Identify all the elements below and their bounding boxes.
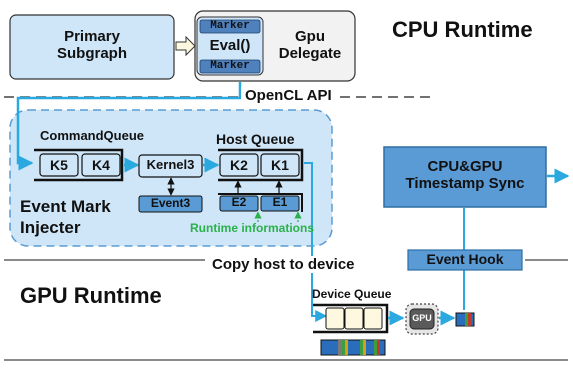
host-to-device-arrow <box>304 162 328 322</box>
event-hook-box <box>407 249 523 271</box>
event-rail <box>218 193 303 212</box>
k2-label: K2 <box>230 157 248 173</box>
e1-rect <box>260 195 300 212</box>
primary-subgraph-label: Primary Subgraph <box>57 28 127 63</box>
k5-rect <box>39 153 79 177</box>
opencl-api-label: OpenCL API <box>241 87 336 105</box>
device-queue-rail <box>313 303 389 334</box>
command-queue-rail <box>34 148 124 182</box>
marker-bottom-label: Marker <box>210 60 250 72</box>
hollow-arrow <box>175 35 196 57</box>
k4-rect <box>81 153 121 177</box>
command-queue-title: CommandQueue <box>40 128 145 143</box>
host-queue-title: Host Queue <box>216 131 295 147</box>
k5-label: K5 <box>50 157 68 173</box>
timestamp-sync-label: CPU&GPU Timestamp Sync <box>405 158 525 193</box>
timeline-bar-right <box>455 312 475 327</box>
kernel3-rect <box>138 154 203 178</box>
k4-label: K4 <box>92 157 110 173</box>
event3-rect <box>138 195 203 213</box>
device-slot-1 <box>325 307 345 330</box>
k1-label: K1 <box>271 157 289 173</box>
e1-label: E1 <box>272 195 288 209</box>
device-queue-title: Device Queue <box>312 287 392 301</box>
event3-label: Event3 <box>150 196 191 210</box>
event-hook-label: Event Hook <box>426 251 504 267</box>
k2-rect <box>219 153 259 177</box>
timeline-bar-bottom <box>320 339 386 356</box>
gpu-chip-icon <box>405 303 439 335</box>
eval-to-queue-arrow <box>16 82 242 171</box>
timestamp-sync-box <box>383 146 547 208</box>
event-mark-injecter-label: Event Mark Injecter <box>20 197 111 238</box>
kernel3-label: Kernel3 <box>146 157 195 172</box>
marker-top-label: Marker <box>210 20 250 32</box>
e2-rect <box>219 195 259 212</box>
primary-subgraph-box <box>9 14 175 80</box>
device-slot-3 <box>363 307 383 330</box>
marker-bottom-rect <box>199 59 261 74</box>
cpu-runtime-title: CPU Runtime <box>392 17 533 42</box>
copy-host-label: Copy host to device <box>210 256 357 274</box>
runtime-info-label: Runtime informations <box>190 221 315 235</box>
marker-top-rect <box>199 19 261 34</box>
gpu-chip-label: GPU <box>412 313 432 323</box>
gpu-runtime-title: GPU Runtime <box>20 283 162 308</box>
gpu-delegate-label: Gpu Delegate <box>278 28 342 63</box>
e2-label: E2 <box>231 195 247 209</box>
device-slot-2 <box>344 307 364 330</box>
k1-rect <box>260 153 300 177</box>
host-queue-rail <box>218 148 304 182</box>
eval-label: Eval() <box>209 37 251 54</box>
